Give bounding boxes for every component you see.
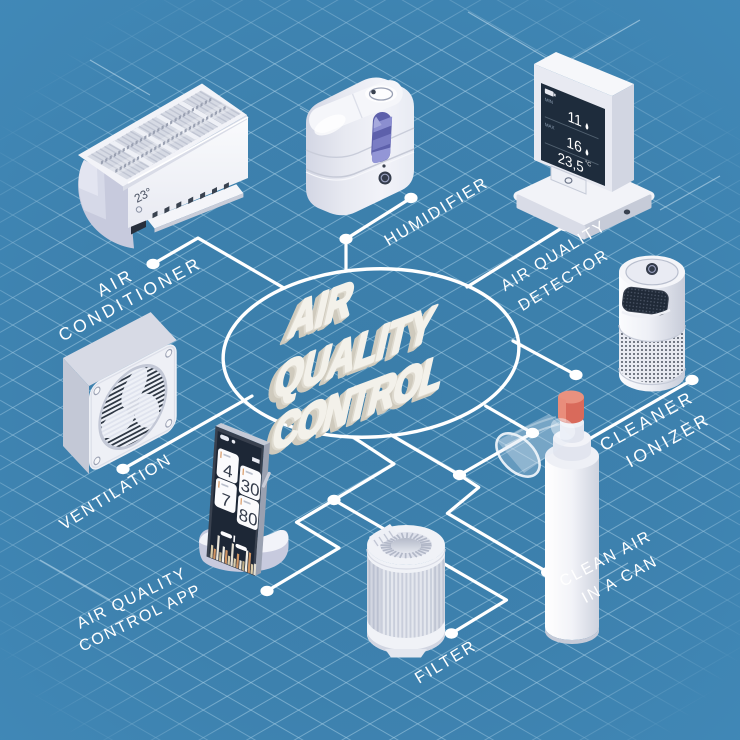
svg-text:16: 16 bbox=[566, 134, 581, 157]
svg-text:11: 11 bbox=[567, 108, 581, 131]
svg-text:4: 4 bbox=[223, 459, 234, 482]
svg-text:30: 30 bbox=[240, 474, 260, 501]
svg-text:MIN: MIN bbox=[545, 97, 554, 107]
svg-text:80: 80 bbox=[238, 504, 258, 531]
svg-text:7: 7 bbox=[221, 489, 232, 512]
svg-text:MAX: MAX bbox=[545, 122, 555, 132]
svg-text:°C: °C bbox=[585, 160, 592, 169]
